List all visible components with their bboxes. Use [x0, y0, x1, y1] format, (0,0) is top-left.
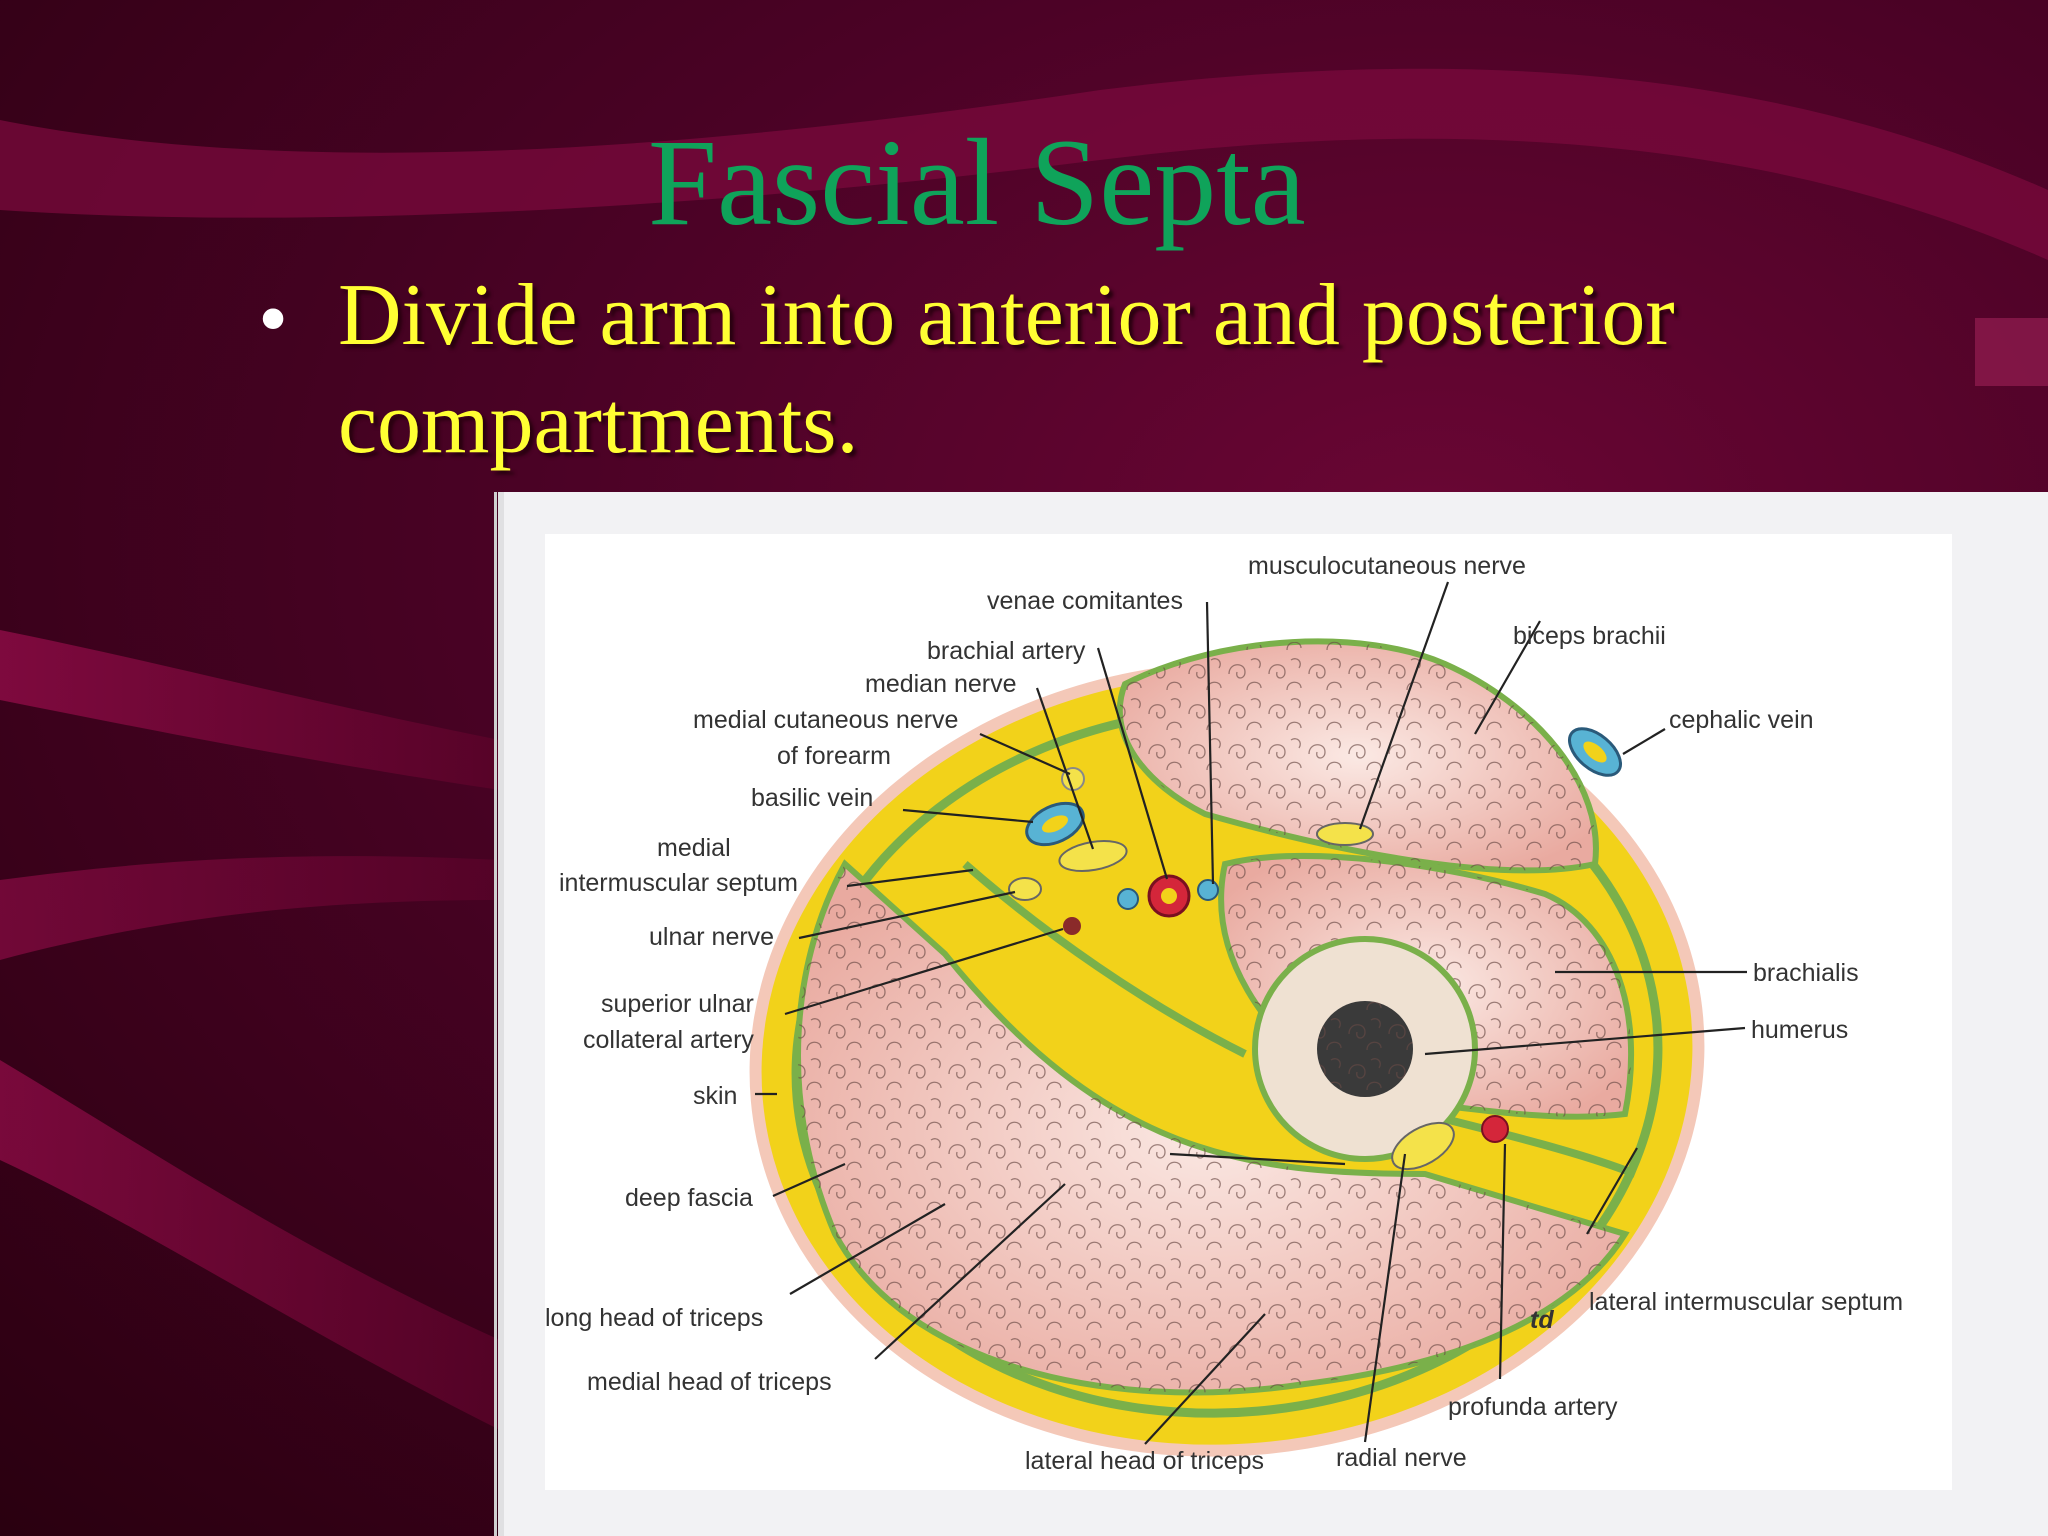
arm-cross-section-figure: musculocutaneous nerve venae comitantes …: [545, 534, 1952, 1490]
musculocutaneous-nerve-shape: [1316, 822, 1374, 846]
label-deep-fascia: deep fascia: [625, 1184, 753, 1212]
label-medial-cutaneous-nerve-2: of forearm: [777, 742, 891, 770]
profunda-artery-shape: [1481, 1115, 1509, 1143]
medial-intermuscular-septum: [962, 860, 1247, 1058]
lateral-intermuscular-septum: [1424, 1110, 1637, 1178]
label-skin: skin: [693, 1082, 737, 1110]
label-basilic-vein: basilic vein: [751, 784, 873, 812]
label-superior-ulnar-1: superior ulnar: [601, 990, 754, 1018]
label-median-nerve: median nerve: [865, 670, 1016, 698]
bullet-text: Divide arm into anterior and posterior c…: [338, 267, 1675, 472]
label-musculocutaneous-nerve: musculocutaneous nerve: [1248, 552, 1526, 580]
bullet-marker: •: [258, 270, 289, 366]
venae-comitantes-2: [1197, 879, 1219, 901]
signature-td: td: [1530, 1306, 1554, 1334]
label-profunda-artery: profunda artery: [1448, 1393, 1618, 1421]
label-brachial-artery: brachial artery: [927, 637, 1086, 665]
label-radial-nerve: radial nerve: [1336, 1444, 1467, 1472]
radial-nerve-shape: [1391, 1121, 1455, 1171]
ulnar-nerve-shape: [1008, 877, 1042, 901]
label-lateral-septum: lateral intermuscular septum: [1589, 1288, 1903, 1316]
label-lateral-head-triceps: lateral head of triceps: [1025, 1447, 1264, 1475]
label-medial-septum-1: medial: [657, 834, 731, 862]
label-brachialis: brachialis: [1753, 959, 1859, 987]
label-long-head-triceps: long head of triceps: [545, 1304, 763, 1332]
label-superior-ulnar-2: collateral artery: [583, 1026, 754, 1054]
label-venae-comitantes: venae comitantes: [987, 587, 1183, 615]
label-cephalic-vein: cephalic vein: [1669, 706, 1814, 734]
label-ulnar-nerve: ulnar nerve: [649, 923, 774, 951]
label-medial-septum-2: intermuscular septum: [559, 869, 798, 897]
slide-title: Fascial Septa: [648, 114, 1306, 251]
arm-cross-section-diagram: musculocutaneous nerve venae comitantes …: [545, 552, 1903, 1475]
label-humerus: humerus: [1751, 1016, 1848, 1044]
label-biceps-brachii: biceps brachii: [1513, 622, 1666, 650]
venae-comitantes-1: [1117, 888, 1139, 910]
label-medial-head-triceps: medial head of triceps: [587, 1368, 832, 1396]
label-medial-cutaneous-nerve-1: medial cutaneous nerve: [693, 706, 958, 734]
superior-ulnar-collateral-artery-shape: [1063, 917, 1081, 935]
